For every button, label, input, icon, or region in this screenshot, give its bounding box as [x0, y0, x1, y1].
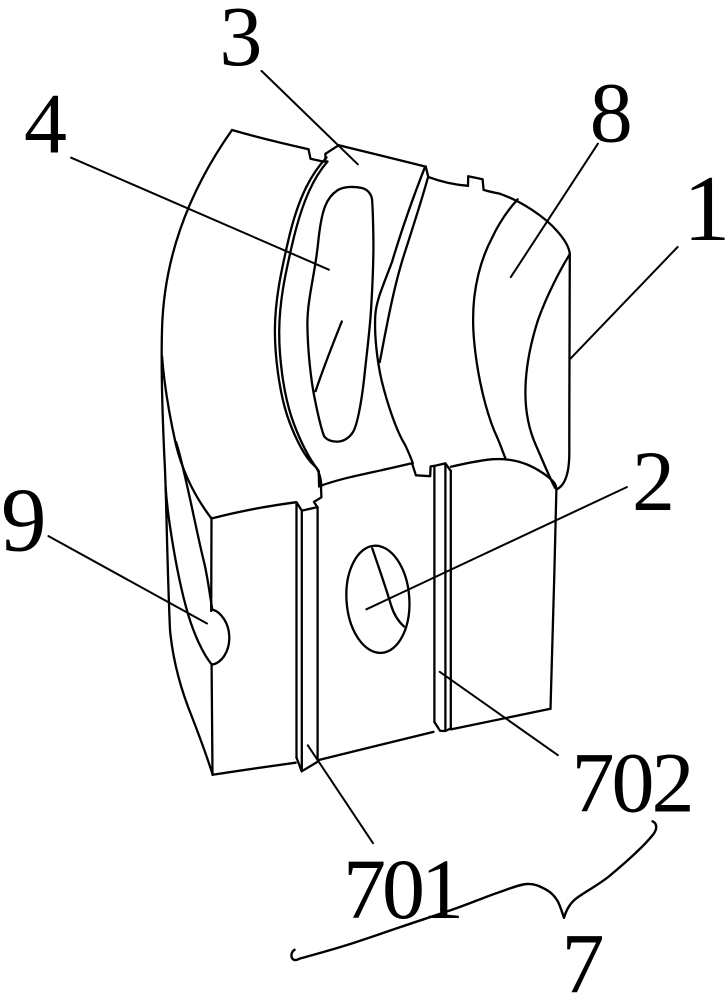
svg-text:2: 2	[632, 433, 675, 529]
svg-text:3: 3	[219, 0, 262, 84]
svg-text:9: 9	[1, 469, 47, 570]
svg-text:702: 702	[572, 735, 692, 831]
svg-text:4: 4	[24, 76, 67, 172]
svg-text:701: 701	[343, 841, 460, 937]
svg-text:8: 8	[590, 65, 633, 161]
svg-text:1: 1	[683, 157, 726, 261]
svg-text:7: 7	[562, 915, 605, 1000]
